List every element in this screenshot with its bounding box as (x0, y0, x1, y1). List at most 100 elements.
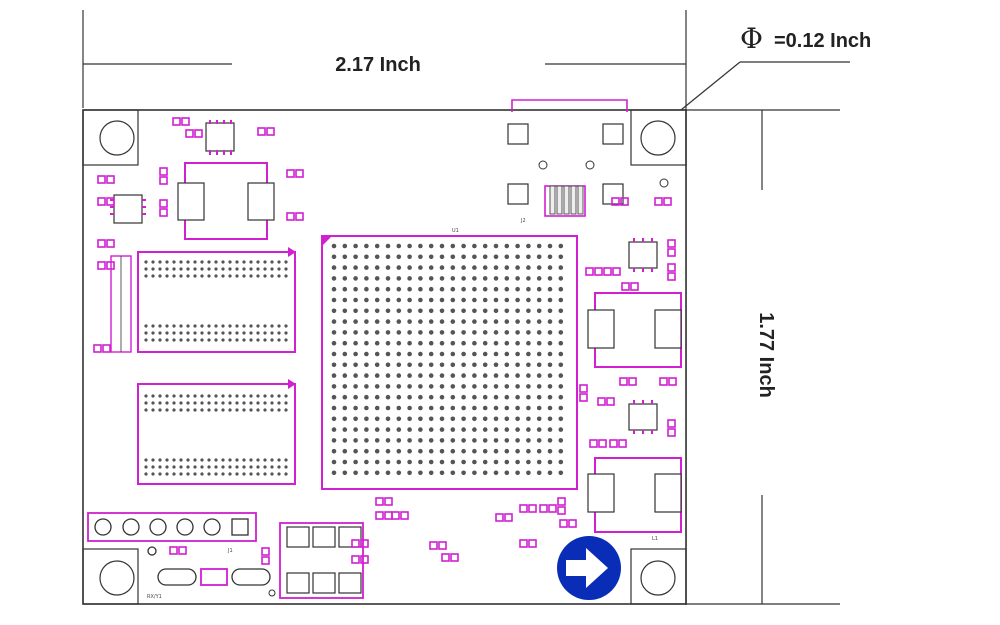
ball-pad (504, 265, 510, 270)
ball-pad (461, 373, 466, 378)
hole-diameter-symbol: Φ (740, 22, 763, 55)
qfn-chip-top (205, 120, 235, 155)
smd-pad (519, 539, 528, 548)
ball-pad (558, 243, 564, 249)
ball-pad (179, 394, 183, 398)
ball-pad (331, 394, 337, 400)
ball-pad (331, 276, 337, 281)
smd-pad (286, 212, 295, 221)
ball-pad (396, 351, 402, 357)
smd-pad (257, 127, 266, 136)
ball-pad (172, 338, 176, 342)
ball-pad (450, 265, 456, 270)
ball-pad (547, 243, 553, 249)
ball-pad (439, 297, 445, 303)
ball-pad (158, 260, 162, 264)
ball-pad (228, 338, 232, 342)
ball-pad (407, 297, 412, 303)
ball-pad (428, 254, 434, 260)
ball-pad (396, 254, 402, 260)
ball-pad (331, 362, 337, 368)
ball-pad (450, 470, 456, 476)
ball-pad (172, 408, 176, 412)
ball-pad (374, 384, 380, 389)
ball-pad (193, 408, 197, 412)
ball-pad (547, 308, 553, 314)
ball-pad (504, 243, 510, 249)
ball-pad (242, 472, 246, 476)
ball-pad (407, 276, 412, 281)
ball-pad (144, 394, 148, 398)
smd-pad (659, 377, 668, 386)
ball-pad (536, 243, 542, 249)
ball-pad (450, 243, 456, 249)
ball-pad (396, 470, 402, 476)
ball-pad (374, 394, 380, 400)
ball-pad (407, 265, 412, 270)
ball-pad (228, 472, 232, 476)
ball-pad (331, 330, 337, 335)
ball-pad (242, 274, 246, 278)
ball-pad (270, 472, 274, 476)
width-dimension-label: 2.17 Inch (335, 54, 421, 76)
ball-pad (439, 265, 445, 270)
ball-pad (396, 448, 402, 454)
ball-pad (461, 297, 466, 303)
ball-pad (165, 458, 169, 462)
smd-passive-pads (93, 117, 677, 565)
ball-pad (385, 340, 391, 346)
ball-pad (235, 331, 239, 335)
ball-pad (249, 401, 253, 405)
ball-pad (536, 394, 542, 400)
ball-pad (536, 438, 542, 443)
ball-pad (461, 254, 466, 260)
ball-pad (270, 274, 274, 278)
ball-pad (504, 330, 510, 335)
ball-pad (558, 254, 564, 260)
ball-pad (450, 416, 456, 422)
ball-pad (193, 274, 197, 278)
ball-pad (342, 362, 348, 368)
ball-pad (439, 394, 445, 400)
ball-pad (482, 394, 488, 400)
smd-pad (384, 497, 393, 506)
smd-pad (351, 539, 360, 548)
ball-pad (144, 338, 148, 342)
ball-pad (158, 324, 162, 328)
ball-pad (158, 338, 162, 342)
smd-pad (667, 239, 676, 248)
ball-pad (263, 338, 267, 342)
ball-pad (284, 408, 288, 412)
ball-pad (158, 274, 162, 278)
ball-pad (515, 330, 520, 335)
ball-pad (407, 384, 412, 389)
ball-pad (263, 267, 267, 271)
ball-pad (151, 338, 155, 342)
ball-pad (558, 330, 564, 335)
ball-pad (249, 331, 253, 335)
ball-pad (472, 330, 477, 335)
ball-pad (418, 276, 423, 281)
smd-pad (667, 248, 676, 257)
ball-pad (193, 458, 197, 462)
ball-pad (526, 308, 531, 314)
ball-pad (558, 276, 564, 281)
ball-pad (235, 338, 239, 342)
smd-pad (97, 197, 106, 206)
ball-pad (364, 265, 369, 270)
hole-diameter-label: =0.12 Inch (774, 30, 871, 52)
ball-pad (277, 458, 281, 462)
ball-pad (364, 286, 369, 292)
ball-pad (493, 405, 499, 411)
ball-pad (331, 265, 337, 270)
smd-pad (360, 555, 369, 564)
ball-pad (515, 405, 520, 411)
ball-pad (165, 401, 169, 405)
smd-pad (97, 175, 106, 184)
ball-pad (472, 297, 477, 303)
ball-pad (165, 394, 169, 398)
ball-pad (364, 416, 369, 422)
ball-pad (284, 472, 288, 476)
ball-pad (353, 319, 358, 324)
ball-pad (515, 373, 520, 378)
